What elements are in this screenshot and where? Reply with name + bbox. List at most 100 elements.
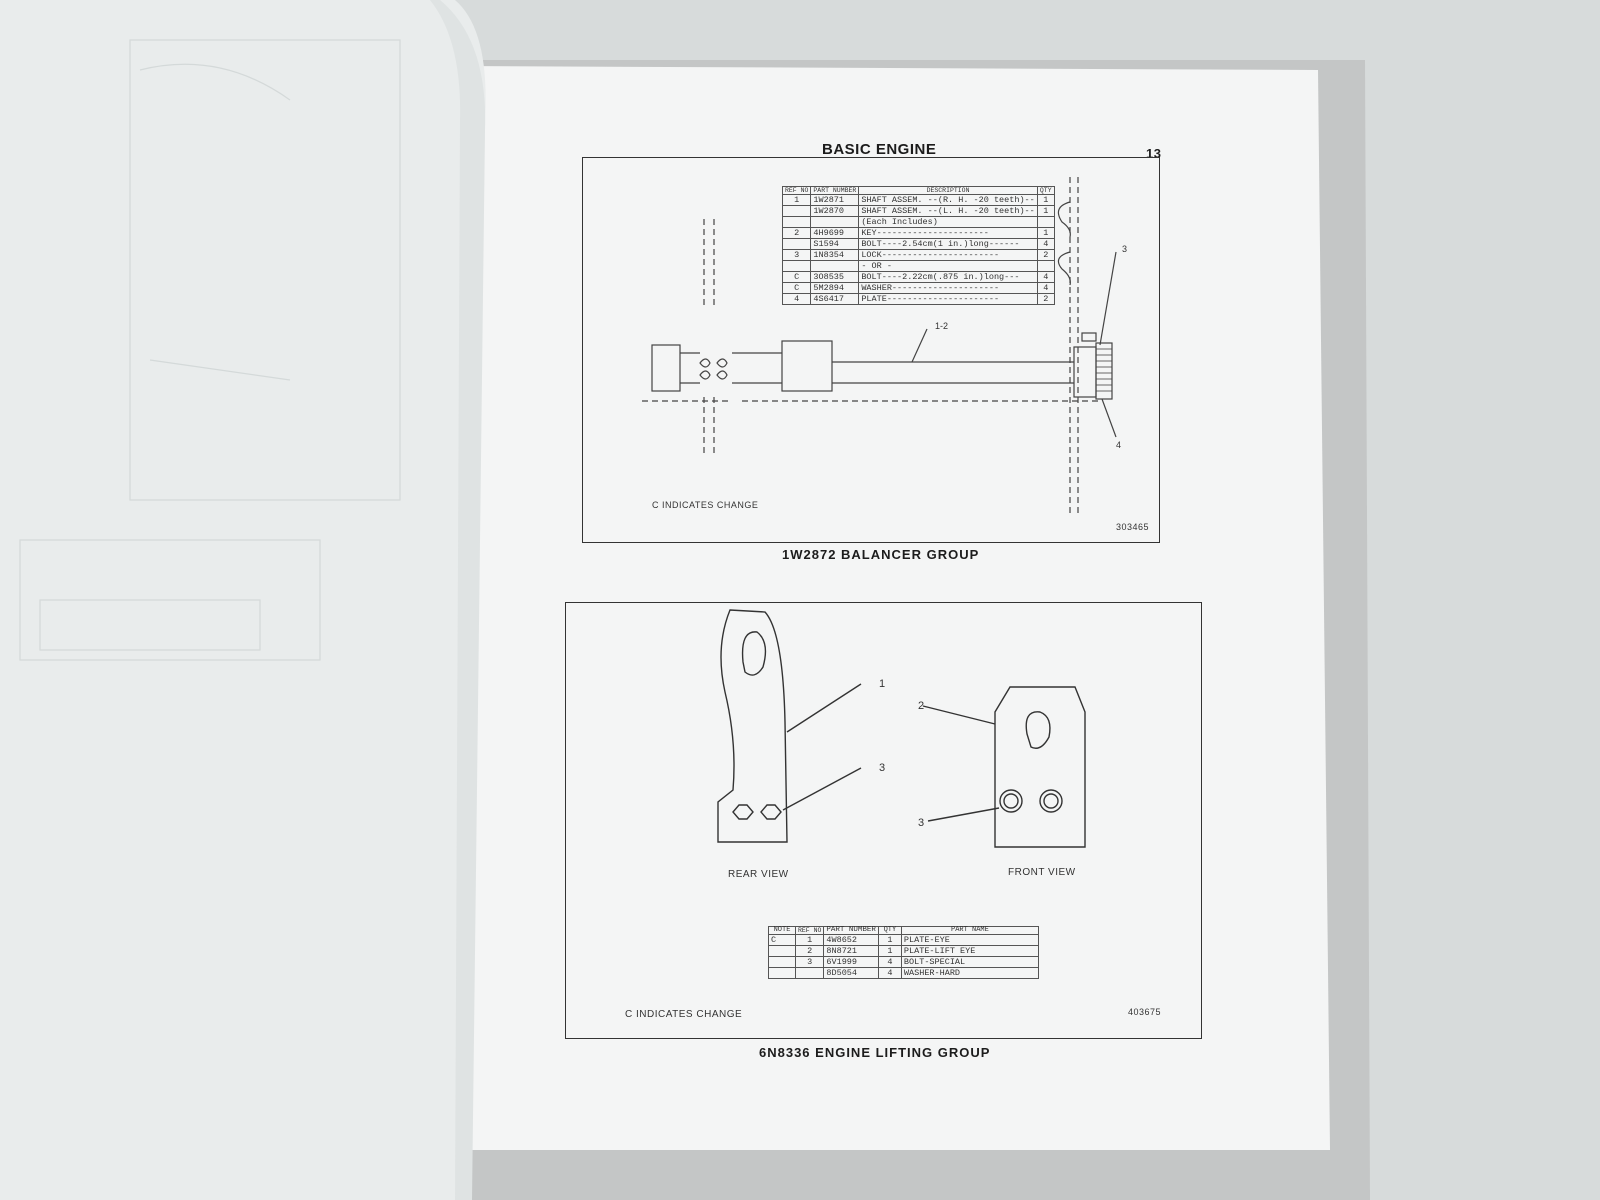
ref-cell: [781, 216, 812, 228]
note-cell: C: [768, 934, 796, 946]
qty-cell: [1036, 260, 1055, 272]
callout-bolt-front: 3: [918, 817, 925, 829]
front-view-label: FRONT VIEW: [1008, 867, 1076, 878]
ref-cell: [794, 967, 825, 979]
lifting-eye-drawing: [717, 609, 1086, 848]
qty-cell: 4: [877, 967, 902, 979]
part-number-cell: 8D5054: [823, 967, 879, 979]
balancer-figure-number: 303465: [1116, 522, 1150, 532]
col-qty: QTY: [877, 926, 902, 935]
callout-lift-eye: 2: [918, 700, 925, 712]
part-name-cell: PLATE-EYE: [900, 934, 1039, 946]
ref-cell: [781, 260, 812, 272]
note-marker: C: [794, 283, 800, 293]
qty-cell: 1: [1036, 194, 1055, 206]
ref-cell: C: [781, 282, 812, 294]
qty-cell: 1: [1036, 205, 1055, 217]
note-cell: [768, 956, 796, 968]
col-part: PART NUMBER: [823, 926, 879, 935]
col-part: PART NUMBER: [810, 186, 860, 195]
part-number-cell: 4S6417: [810, 293, 860, 305]
description-cell: LOCK-----------------------: [858, 249, 1038, 261]
qty-cell: [1036, 216, 1055, 228]
lifting-change-note: C INDICATES CHANGE: [625, 1009, 743, 1020]
col-note: NOTE: [768, 926, 796, 935]
description-cell: WASHER---------------------: [858, 282, 1038, 294]
part-number-cell: 1N8354: [810, 249, 860, 261]
ref-cell: 3: [794, 956, 825, 968]
part-number-cell: 1W2871: [810, 194, 860, 206]
part-number-cell: 1W2870: [810, 205, 860, 217]
ref-cell: 1: [794, 934, 825, 946]
description-cell: BOLT----2.54cm(1 in.)long------: [858, 238, 1038, 250]
part-number-cell: 4H9699: [810, 227, 860, 239]
qty-cell: 2: [1036, 249, 1055, 261]
rear-view-label: REAR VIEW: [728, 869, 789, 880]
qty-cell: 2: [1036, 293, 1055, 305]
ref-cell: 1: [781, 194, 812, 206]
col-qty: QTY: [1036, 186, 1055, 195]
lifting-caption: 6N8336 ENGINE LIFTING GROUP: [759, 1045, 991, 1060]
description-cell: PLATE----------------------: [858, 293, 1038, 305]
part-number-cell: 4W8652: [823, 934, 879, 946]
qty-cell: 4: [877, 956, 902, 968]
part-number-cell: [810, 216, 860, 228]
part-number-cell: 5M2894: [810, 282, 860, 294]
ref-cell: [781, 238, 812, 250]
callout-lock: 3: [1122, 244, 1128, 254]
table-row: - OR -: [781, 260, 1055, 272]
qty-cell: 4: [1036, 238, 1055, 250]
callout-bolt-rear: 3: [879, 762, 886, 774]
part-number-cell: S1594: [810, 238, 860, 250]
ref-cell: 4: [781, 293, 812, 305]
ref-cell: [781, 205, 812, 217]
qty-cell: 1: [1036, 227, 1055, 239]
description-cell: - OR -: [858, 260, 1038, 272]
col-ref: REF NO: [781, 186, 812, 195]
qty-cell: 4: [1036, 271, 1055, 283]
ref-cell: 2: [794, 945, 825, 957]
part-name-cell: WASHER-HARD: [900, 967, 1039, 979]
page-header: BASIC ENGINE: [822, 141, 937, 158]
description-cell: SHAFT ASSEM. --(R. H. -20 teeth)--: [858, 194, 1038, 206]
qty-cell: 1: [877, 934, 902, 946]
part-name-cell: PLATE-LIFT EYE: [900, 945, 1039, 957]
balancer-change-note: C INDICATES CHANGE: [652, 500, 759, 510]
callout-plate: 4: [1116, 440, 1122, 450]
balancer-frame: [582, 157, 1160, 543]
note-cell: [768, 967, 796, 979]
description-cell: (Each Includes): [858, 216, 1038, 228]
part-number-cell: [810, 260, 860, 272]
part-number-cell: 6V1999: [823, 956, 879, 968]
description-cell: KEY----------------------: [858, 227, 1038, 239]
lifting-frame: [565, 602, 1202, 1039]
col-desc: DESCRIPTION: [858, 186, 1038, 195]
part-name-cell: BOLT-SPECIAL: [900, 956, 1039, 968]
part-number-cell: 3O8535: [810, 271, 860, 283]
balancer-shaft-drawing: [642, 177, 1117, 517]
callout-plate-eye: 1: [879, 678, 886, 690]
balancer-caption: 1W2872 BALANCER GROUP: [782, 547, 980, 562]
note-cell: [768, 945, 796, 957]
qty-cell: 4: [1036, 282, 1055, 294]
col-ref: REF NO: [794, 926, 825, 935]
ref-cell: 2: [781, 227, 812, 239]
description-cell: SHAFT ASSEM. --(L. H. -20 teeth)--: [858, 205, 1038, 217]
description-cell: BOLT----2.22cm(.875 in.)long---: [858, 271, 1038, 283]
note-marker: C: [794, 272, 800, 282]
